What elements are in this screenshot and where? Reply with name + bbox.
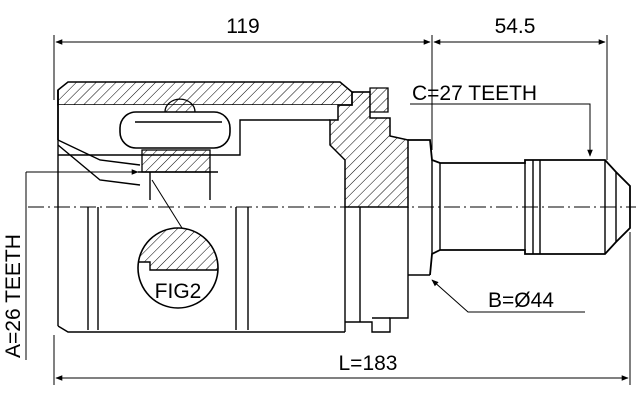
detail-callout-label: FIG2 <box>155 280 202 303</box>
overall-length-label: L=183 <box>339 352 398 375</box>
housing-length-label: 119 <box>226 15 259 38</box>
outer-spline-label: C=27 TEETH <box>412 82 537 105</box>
seal-diameter-label: B=Ø44 <box>488 289 554 312</box>
inner-spline-label: A=26 TEETH <box>2 234 25 358</box>
shaft-length-label: 54.5 <box>495 15 536 38</box>
dimension-shaft-length: 54.5 <box>433 15 608 160</box>
ball-cage <box>119 98 231 200</box>
housing-body-lower <box>57 207 430 333</box>
dimension-housing-length: 119 <box>53 15 433 150</box>
shaft <box>408 139 631 276</box>
dimension-overall-length: L=183 <box>53 232 631 385</box>
inner-spline-callout: A=26 TEETH <box>2 169 139 360</box>
seal-diameter-callout: B=Ø44 <box>431 279 585 313</box>
housing-section <box>57 81 409 208</box>
detail-fig2: FIG2 <box>137 179 219 309</box>
outer-spline-callout: C=27 TEETH <box>410 82 593 157</box>
